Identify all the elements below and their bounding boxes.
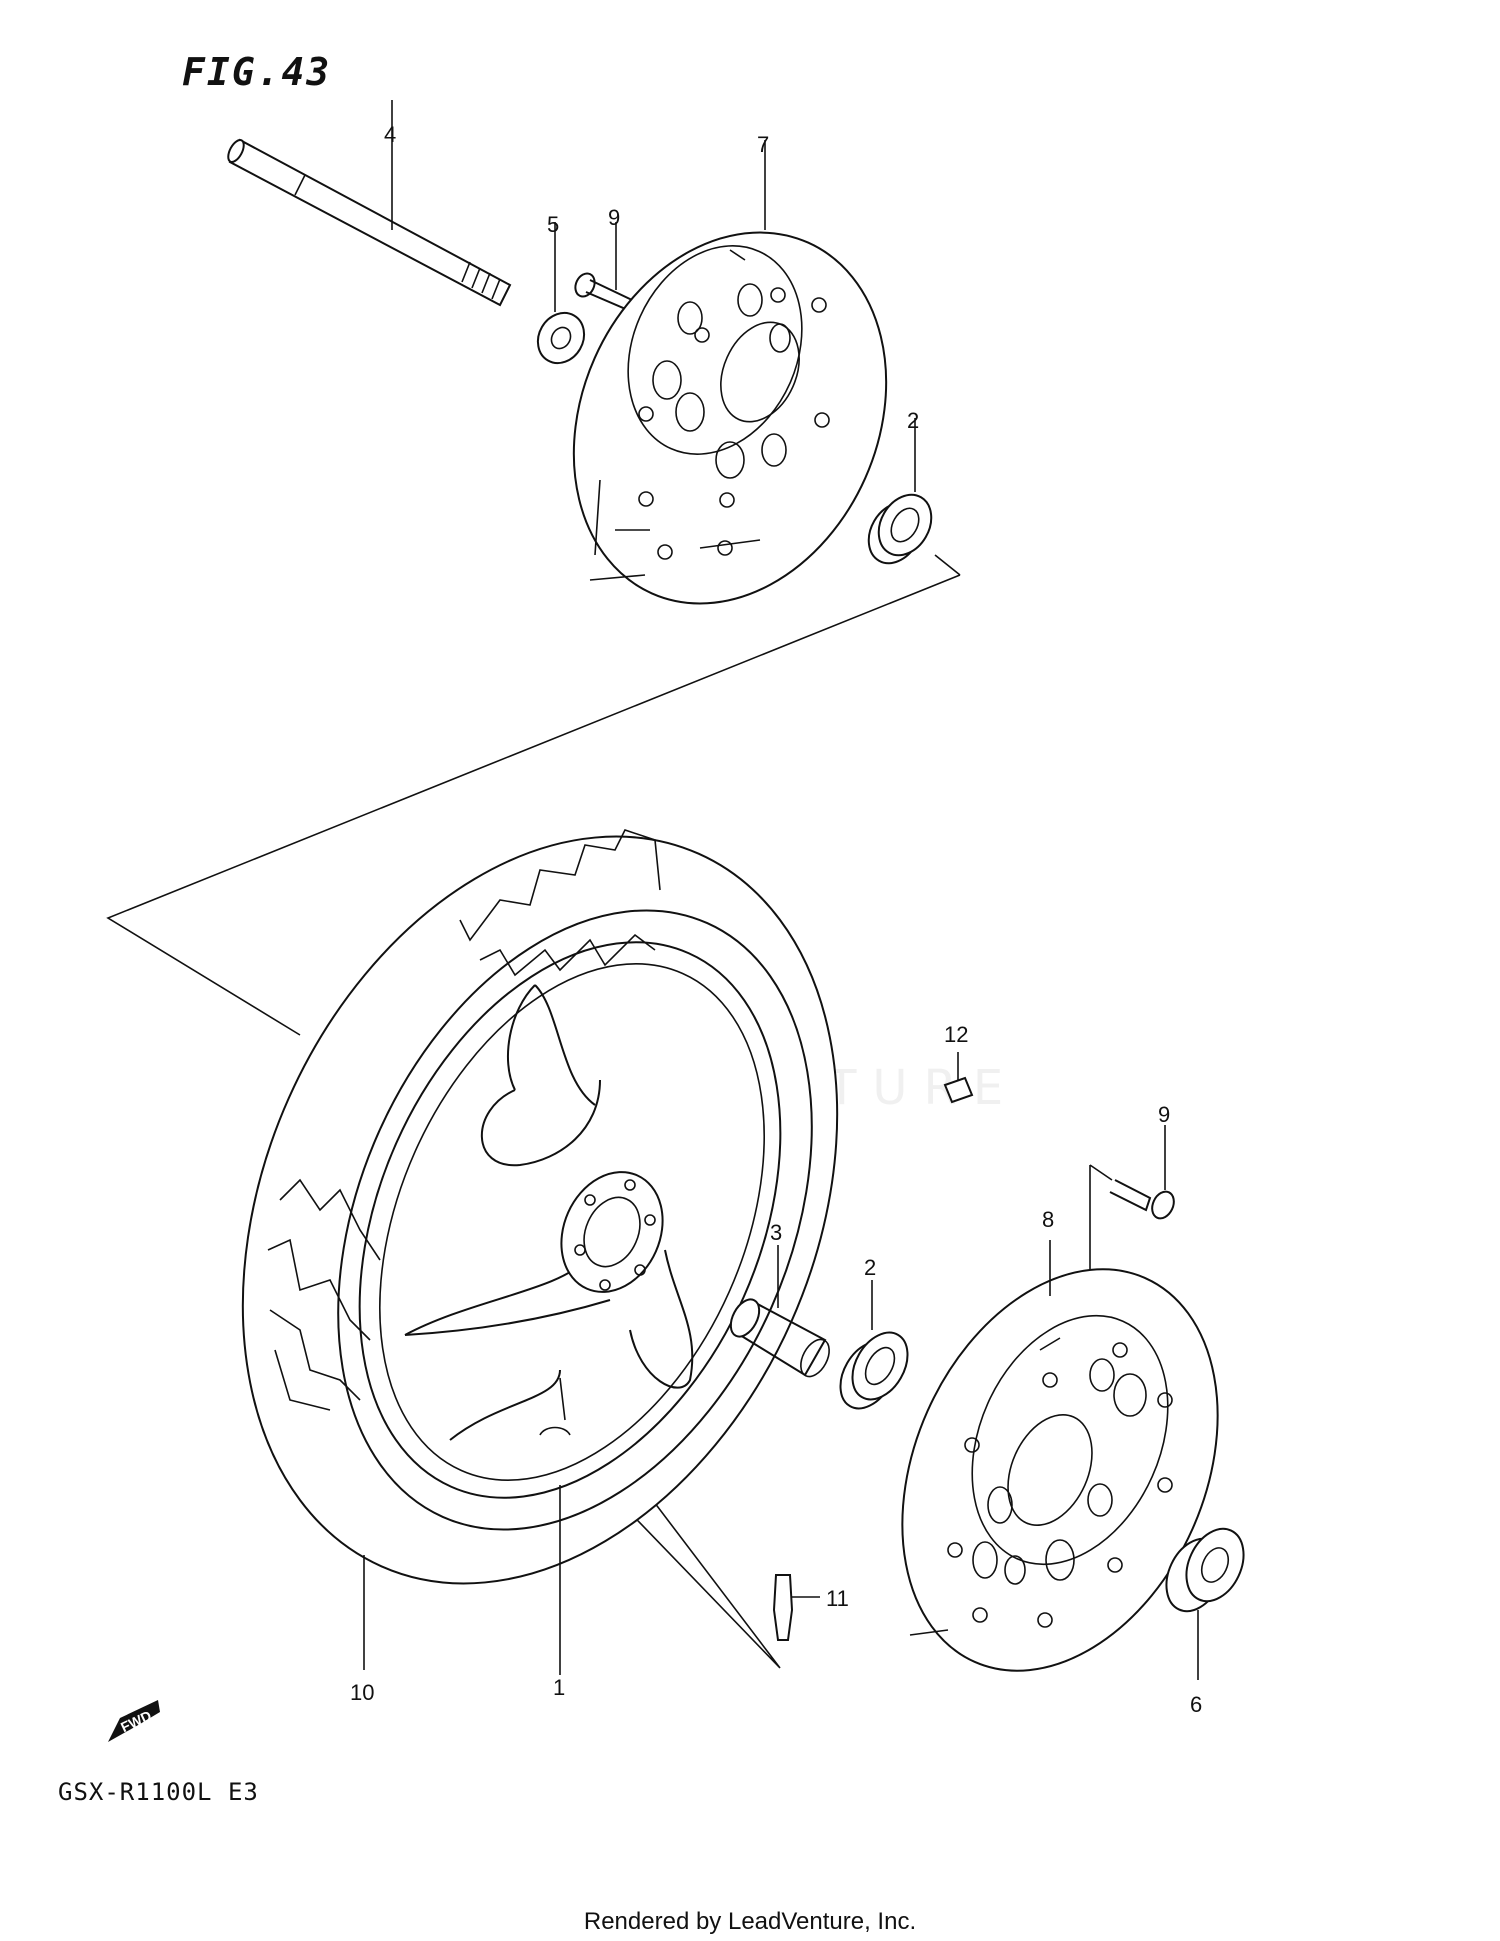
bearing-top[interactable] [858, 418, 942, 573]
figure-label: FIG.43 [182, 50, 332, 94]
tire-valve[interactable] [772, 1574, 820, 1641]
wheel-spacer[interactable] [725, 1245, 835, 1381]
brake-disc-lower[interactable] [842, 1219, 1278, 1721]
front-wheel[interactable] [278, 876, 863, 1675]
callout-8: 8 [1042, 1207, 1054, 1232]
disc-bolt-top[interactable] [572, 222, 634, 312]
callout-2-lower: 2 [864, 1255, 876, 1280]
callout-labels: 4 5 9 7 2 12 9 3 2 8 11 10 1 6 [350, 122, 1202, 1717]
callout-3: 3 [770, 1220, 782, 1245]
callout-6: 6 [1190, 1692, 1202, 1717]
axle-collar[interactable] [529, 222, 593, 372]
valve-cap[interactable] [943, 1052, 974, 1104]
callout-9-lower: 9 [1158, 1102, 1170, 1127]
disc-bolt-lower[interactable] [1109, 1125, 1178, 1222]
callout-1: 1 [553, 1675, 565, 1700]
front-tire[interactable] [130, 742, 950, 1678]
callout-5: 5 [547, 212, 559, 237]
fwd-arrow-icon: FWD [108, 1700, 160, 1742]
brake-disc-top[interactable] [517, 140, 944, 654]
front-axle[interactable] [225, 100, 512, 307]
callout-9-top: 9 [608, 205, 620, 230]
disc-spacer[interactable] [1155, 1520, 1254, 1680]
callout-11: 11 [826, 1586, 849, 1611]
callout-10: 10 [350, 1680, 374, 1705]
callout-4: 4 [384, 122, 396, 147]
footer-credit: Rendered by LeadVenture, Inc. [583, 1908, 917, 1935]
fwd-label: FWD [118, 1707, 154, 1735]
callout-12: 12 [944, 1022, 968, 1047]
model-code: GSX-R1100L E3 [58, 1778, 259, 1806]
callout-7: 7 [757, 132, 769, 157]
callout-2-top: 2 [907, 408, 919, 433]
assembly-lines [106, 554, 1113, 1669]
bearing-lower[interactable] [829, 1280, 919, 1418]
